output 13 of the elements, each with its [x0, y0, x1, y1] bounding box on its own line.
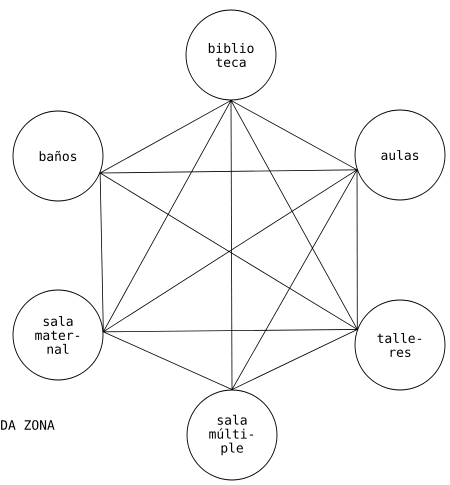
connection-line [100, 100, 232, 174]
connection-line [230, 100, 358, 330]
connection-line [232, 169, 358, 390]
connection-line [230, 100, 358, 170]
connection-line [102, 329, 358, 332]
connection-line [102, 100, 232, 332]
connection-line [100, 172, 104, 332]
connection-line [356, 169, 358, 330]
connection-line [232, 329, 358, 390]
connection-line [100, 169, 358, 174]
connection-line [230, 100, 232, 390]
connection-line [102, 331, 232, 390]
zone-label: DA ZONA [1, 420, 55, 430]
